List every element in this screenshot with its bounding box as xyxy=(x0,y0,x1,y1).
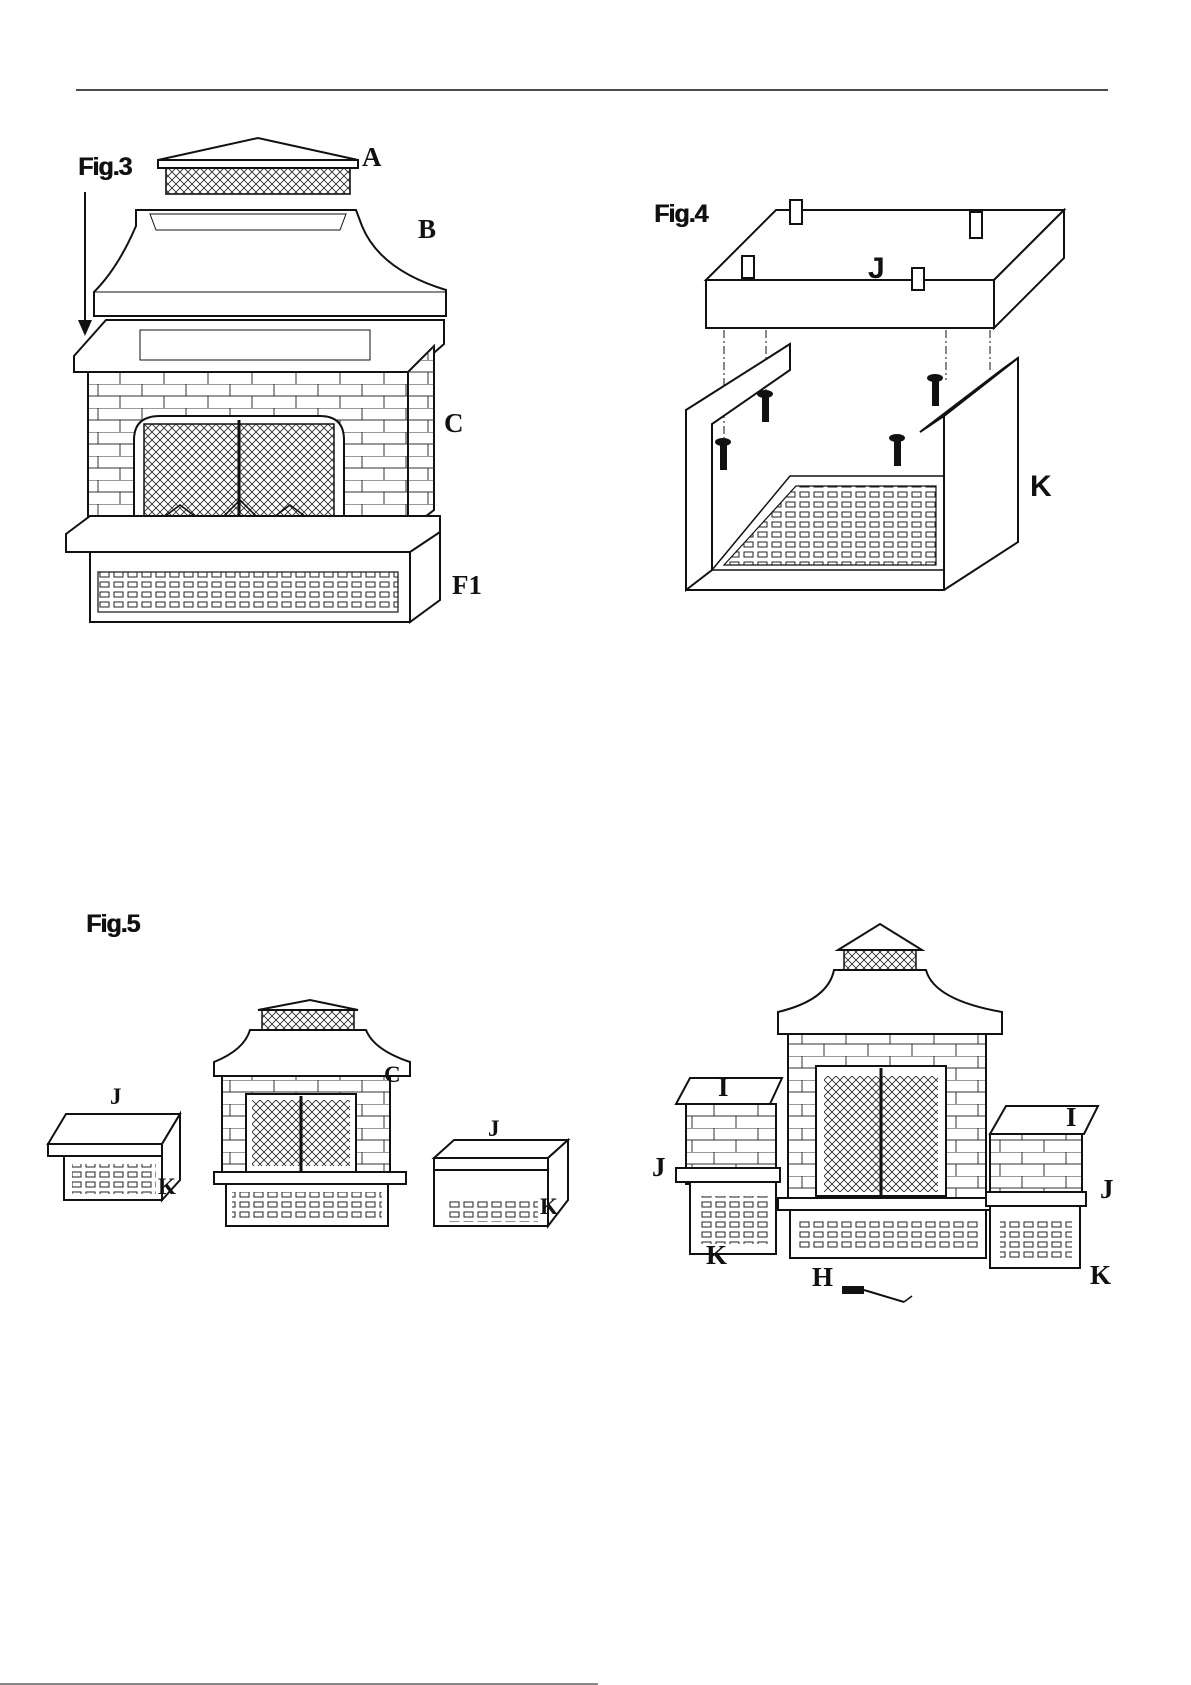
part-c-fireplace xyxy=(74,320,444,530)
fig5-left-k1-label: K xyxy=(158,1174,176,1200)
fig5-left-c-label: C xyxy=(384,1062,401,1088)
fig3-part-a-label: A xyxy=(362,142,382,173)
fig5-left-j2-label: J xyxy=(488,1116,500,1142)
fig4-label: Fig.4 xyxy=(654,200,707,229)
fig5-right-i1-label: I xyxy=(718,1072,729,1103)
part-k-box xyxy=(686,344,1018,590)
fig3-label: Fig.3 xyxy=(78,153,131,182)
fig4-part-j-label: J xyxy=(868,252,885,286)
fig3-part-f1-label: F1 xyxy=(452,570,482,601)
fig5-left-drawing xyxy=(48,1000,568,1226)
fig5-left-j1-label: J xyxy=(110,1084,122,1110)
fig5-right-j1-label: J xyxy=(652,1152,666,1183)
fig5-right-k2-label: K xyxy=(1090,1260,1111,1291)
part-a-spark-arrestor xyxy=(158,138,358,194)
fig5-right-i2-label: I xyxy=(1066,1102,1077,1133)
fig5-label: Fig.5 xyxy=(86,910,139,939)
part-j-top xyxy=(706,200,1064,328)
part-b-hood xyxy=(94,210,446,316)
fig3-part-b-label: B xyxy=(418,214,436,245)
fig5-right-drawing xyxy=(676,924,1098,1302)
fig5-left-fireplace xyxy=(214,1000,410,1226)
part-f1-base xyxy=(66,516,440,622)
fig3-drawing xyxy=(66,138,446,622)
tool-h-poker xyxy=(842,1286,912,1302)
fig5-right-h-label: H xyxy=(812,1262,833,1293)
fig5-right-j2-label: J xyxy=(1100,1174,1114,1205)
fig5-left-k2-label: K xyxy=(540,1194,558,1220)
fig3-part-c-label: C xyxy=(444,408,464,439)
fig5-right-k1-label: K xyxy=(706,1240,727,1271)
fig4-part-k-label: K xyxy=(1030,470,1052,504)
